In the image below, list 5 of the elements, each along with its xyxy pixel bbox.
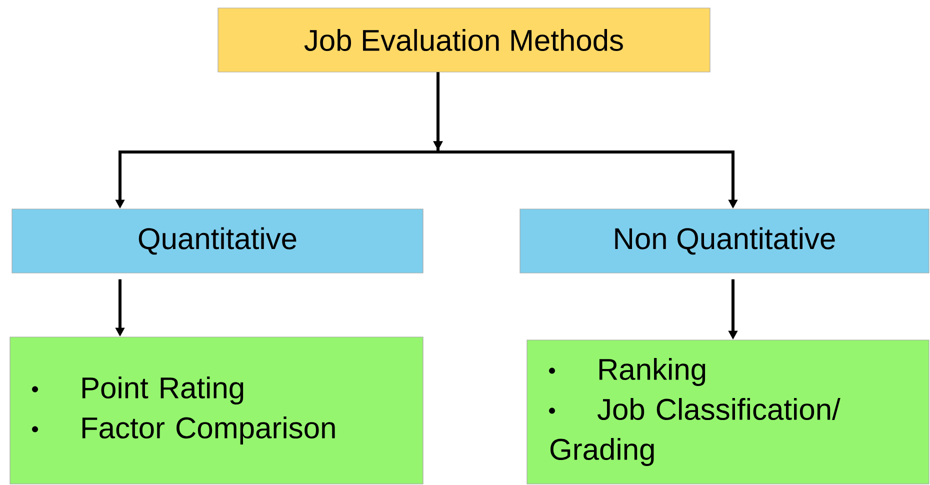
method-list-box: Ranking Job Classification/ Grading	[526, 340, 930, 484]
title-box: Job Evaluation Methods	[218, 8, 710, 72]
category-box: Quantitative	[12, 208, 424, 274]
method-list-box: Point Rating Factor Comparison	[10, 336, 424, 484]
category-box: Non Quantitative	[520, 208, 930, 274]
